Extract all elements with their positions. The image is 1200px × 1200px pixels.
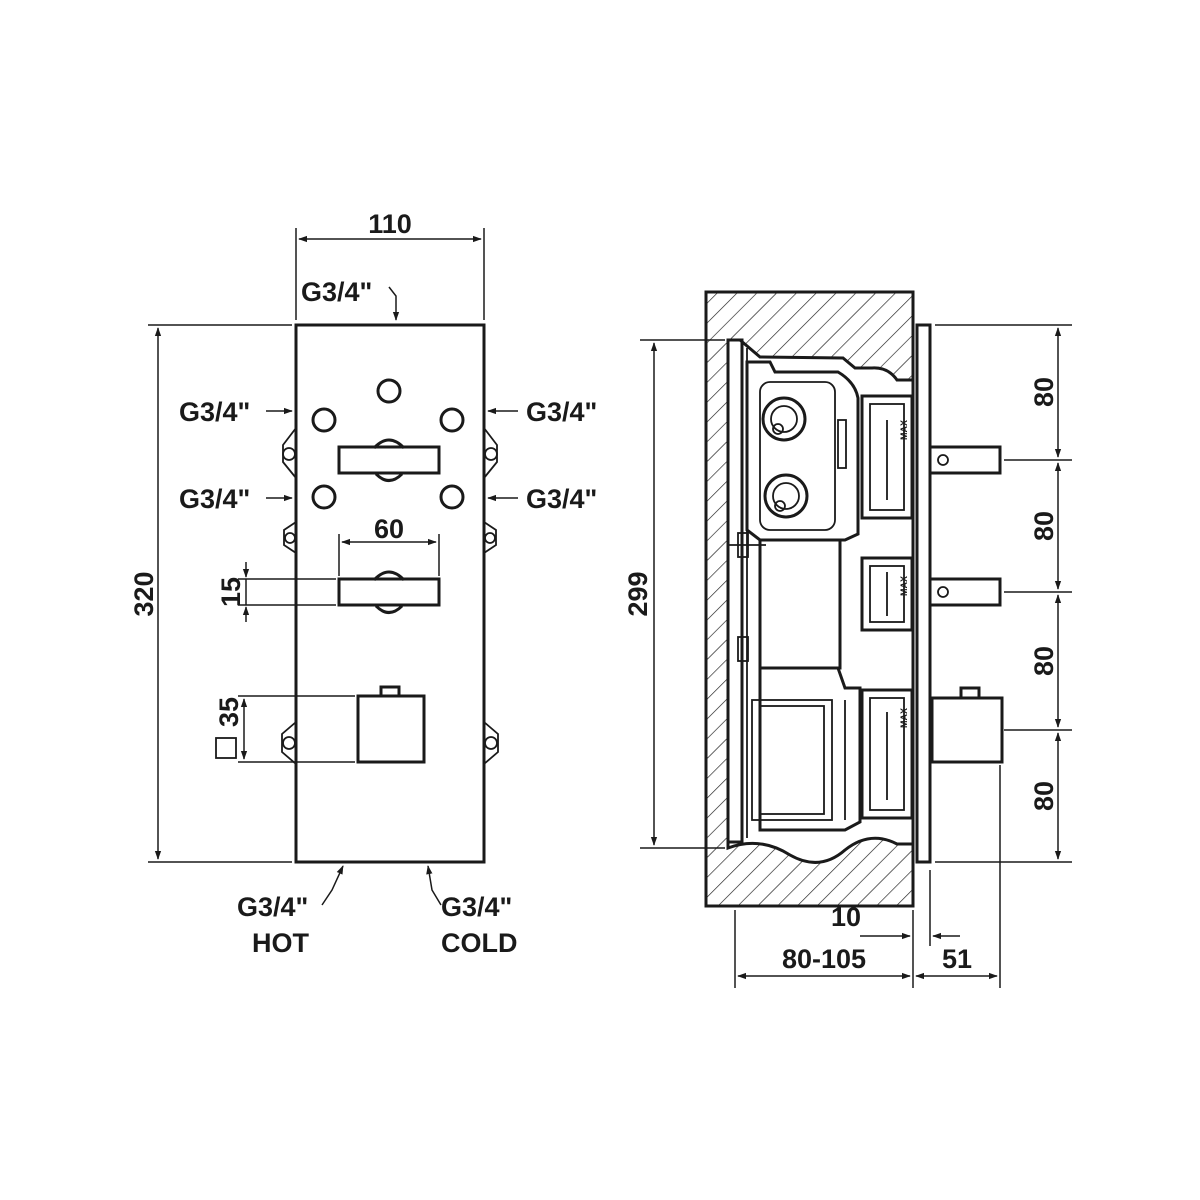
projection-dim-label: 51 bbox=[942, 944, 972, 974]
handle-height-label: 15 bbox=[216, 577, 246, 607]
top-port-callout: G3/4" bbox=[301, 277, 400, 321]
spacing-label-1: 80 bbox=[1029, 377, 1059, 407]
body-height-dimension: 299 bbox=[623, 339, 725, 849]
hot-label: HOT bbox=[252, 928, 310, 958]
width-dim-label: 110 bbox=[368, 209, 412, 239]
bottom-inlet-callouts: G3/4" HOT G3/4" COLD bbox=[237, 865, 518, 958]
height-dim-label: 320 bbox=[129, 571, 159, 616]
width-dimension: 110 bbox=[295, 209, 485, 320]
wall-section bbox=[704, 290, 915, 908]
left-upper-port-label: G3/4" bbox=[179, 397, 250, 427]
cover-plate bbox=[915, 323, 932, 864]
depth-dimensions: 10 80-105 51 bbox=[734, 765, 1001, 988]
side-port-callouts: G3/4" G3/4" G3/4" G3/4" bbox=[179, 397, 597, 514]
spacing-label-4: 80 bbox=[1029, 781, 1059, 811]
knob-dim-label: 35 bbox=[214, 697, 244, 727]
depth-dim-label: 80-105 bbox=[782, 944, 866, 974]
front-view: 110 G3/4" 320 G3/4" G3/4" G3/4" G3/4" bbox=[129, 209, 597, 958]
spacing-label-3: 80 bbox=[1029, 646, 1059, 676]
height-dimension: 320 bbox=[129, 324, 292, 863]
handle-width-label: 60 bbox=[374, 514, 404, 544]
side-view: MAX MAX MAX 299 bbox=[623, 290, 1072, 988]
max-mark-2: MAX bbox=[899, 576, 909, 596]
valve-body bbox=[745, 360, 862, 832]
top-port-label: G3/4" bbox=[301, 277, 372, 307]
right-upper-port-label: G3/4" bbox=[526, 397, 597, 427]
cartridge-housings: MAX MAX MAX bbox=[860, 394, 914, 820]
side-levers bbox=[928, 445, 1004, 764]
max-mark-3: MAX bbox=[899, 708, 909, 728]
upper-lever-handle bbox=[337, 438, 441, 482]
front-plate bbox=[294, 323, 486, 864]
body-height-label: 299 bbox=[623, 571, 653, 616]
knob-dimension: 35 bbox=[214, 695, 355, 763]
left-lower-port-label: G3/4" bbox=[179, 484, 250, 514]
right-lower-port-label: G3/4" bbox=[526, 484, 597, 514]
handle-width-dimension: 60 bbox=[338, 514, 440, 576]
plate-dim-label: 10 bbox=[831, 902, 861, 932]
cold-label: COLD bbox=[441, 928, 518, 958]
hot-port-label: G3/4" bbox=[237, 892, 308, 922]
handle-height-dimension: 15 bbox=[216, 562, 336, 622]
mounting-ears bbox=[281, 427, 499, 765]
spacing-label-2: 80 bbox=[1029, 511, 1059, 541]
outlet-holes bbox=[311, 378, 465, 510]
square-section-symbol bbox=[215, 737, 237, 759]
cold-port-label: G3/4" bbox=[441, 892, 512, 922]
spacing-dimensions: 80 80 80 80 bbox=[935, 324, 1072, 863]
max-mark-1: MAX bbox=[899, 420, 909, 440]
lower-lever-handle bbox=[337, 570, 441, 614]
square-knob bbox=[356, 685, 426, 764]
